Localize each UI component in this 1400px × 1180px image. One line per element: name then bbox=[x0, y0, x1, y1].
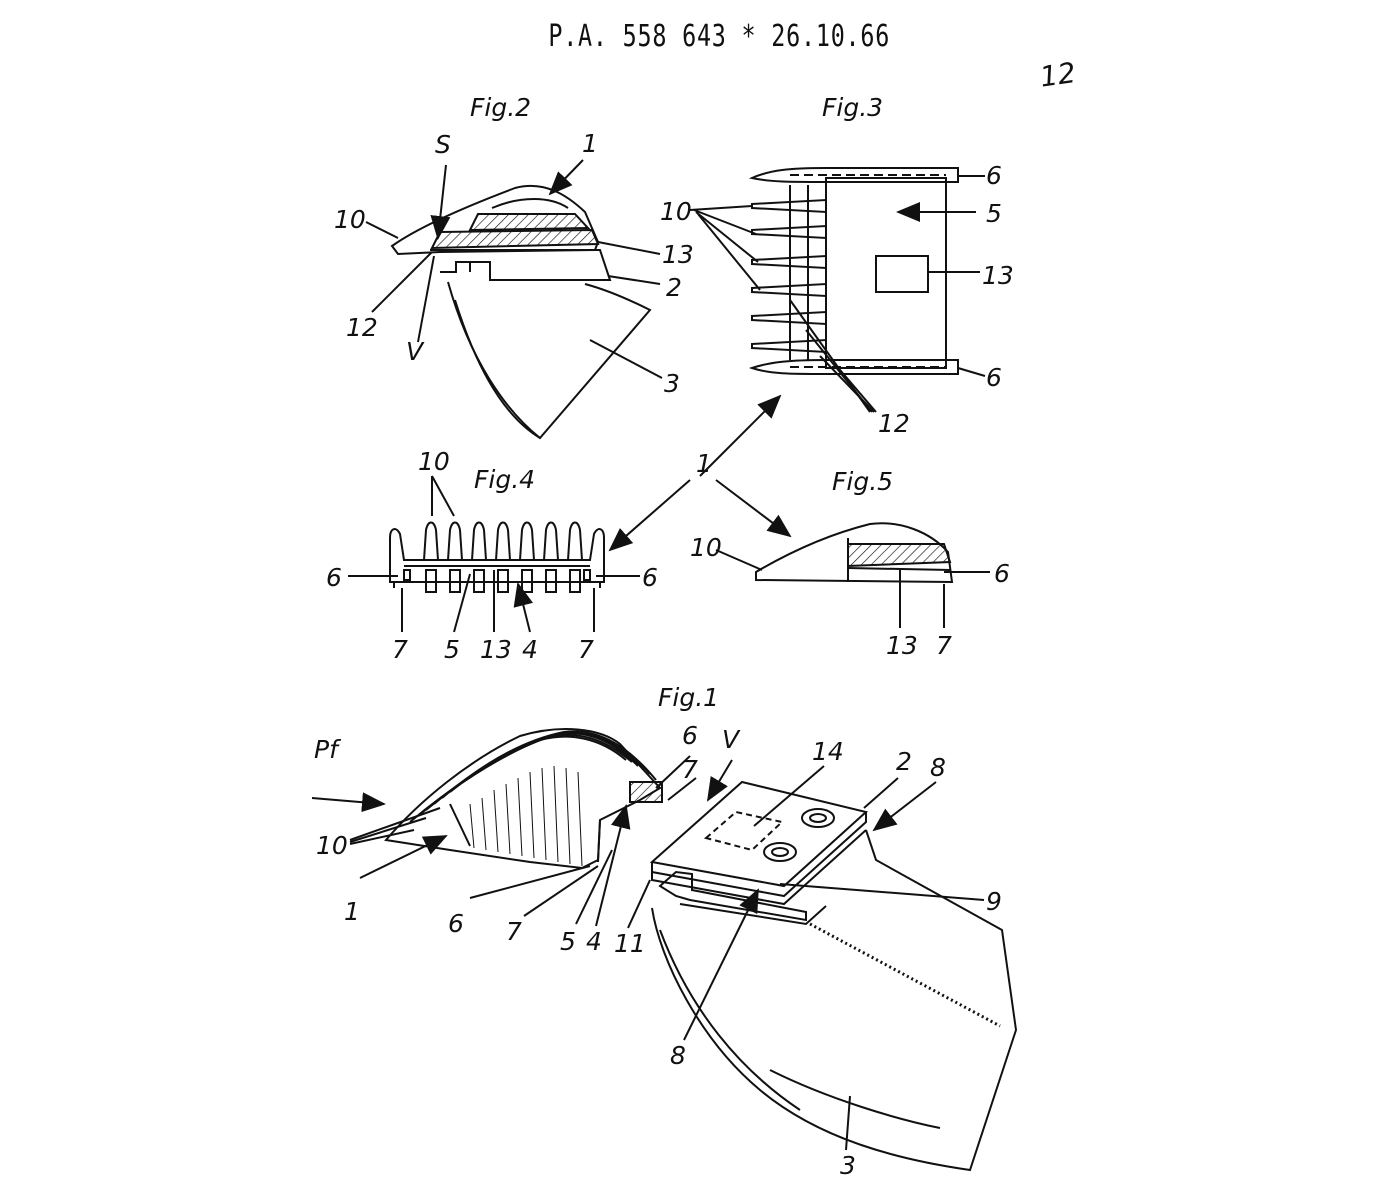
fig4-drawing bbox=[348, 475, 640, 633]
fig5-drawing bbox=[715, 522, 990, 628]
fig1-label-5: 5 bbox=[560, 927, 576, 956]
shared-label-1: 1 bbox=[696, 449, 712, 478]
fig4-label-7a: 7 bbox=[392, 635, 408, 664]
fig5-label-13: 13 bbox=[886, 631, 918, 660]
fig1-label-8b: 8 bbox=[670, 1041, 686, 1070]
page-number: 12 bbox=[1038, 56, 1078, 94]
fig1-label-1: 1 bbox=[344, 897, 360, 926]
fig3-label-6b: 6 bbox=[986, 363, 1002, 392]
fig1-label-11: 11 bbox=[614, 929, 646, 958]
fig1-label-pf: Pf bbox=[314, 735, 341, 764]
fig3-label-10: 10 bbox=[660, 197, 692, 226]
fig4-label-6b: 6 bbox=[642, 563, 658, 592]
fig2-label-13: 13 bbox=[662, 240, 694, 269]
fig5-label-6: 6 bbox=[994, 559, 1010, 588]
fig1-label-8a: 8 bbox=[930, 753, 946, 782]
fig2-drawing bbox=[365, 159, 663, 440]
fig1-label-7: 7 bbox=[682, 755, 698, 784]
fig1-label-2: 2 bbox=[896, 747, 912, 776]
fig2-label-s: S bbox=[435, 130, 451, 159]
fig3-label-13: 13 bbox=[982, 261, 1014, 290]
fig4-label-10: 10 bbox=[418, 447, 450, 476]
fig3-title: Fig.3 bbox=[822, 93, 883, 122]
fig3-drawing bbox=[689, 167, 986, 413]
fig2-title: Fig.2 bbox=[470, 93, 531, 122]
fig4-label-6a: 6 bbox=[326, 563, 342, 592]
fig3-label-12: 12 bbox=[878, 409, 910, 438]
shared-reference-arrows bbox=[608, 394, 792, 552]
fig1-label-6: 6 bbox=[682, 721, 698, 750]
fig1-label-7b: 7 bbox=[506, 917, 522, 946]
fig2-label-1: 1 bbox=[582, 129, 598, 158]
fig5-label-7: 7 bbox=[936, 631, 952, 660]
fig1-label-3: 3 bbox=[840, 1151, 856, 1180]
patent-stamp: P.A. 558 643 * 26.10.66 bbox=[548, 19, 890, 54]
fig1-label-6b: 6 bbox=[448, 909, 464, 938]
fig1-label-9: 9 bbox=[986, 887, 1002, 916]
fig4-label-7b: 7 bbox=[578, 635, 594, 664]
fig4-title: Fig.4 bbox=[474, 465, 535, 494]
fig2-label-v: V bbox=[406, 337, 425, 366]
fig1-label-14: 14 bbox=[812, 737, 844, 766]
fig1-label-4: 4 bbox=[586, 927, 602, 956]
fig2-label-3: 3 bbox=[664, 369, 680, 398]
fig2-label-2: 2 bbox=[666, 273, 682, 302]
fig1-label-10: 10 bbox=[316, 831, 348, 860]
fig1-drawing bbox=[311, 728, 1018, 1172]
fig1-label-v: V bbox=[722, 725, 741, 754]
fig5-label-10: 10 bbox=[690, 533, 722, 562]
fig3-label-5: 5 bbox=[986, 199, 1002, 228]
fig2-label-12: 12 bbox=[346, 313, 378, 342]
fig2-label-10: 10 bbox=[334, 205, 366, 234]
fig1-title: Fig.1 bbox=[658, 683, 719, 712]
fig4-label-5: 5 bbox=[444, 635, 460, 664]
fig3-label-6a: 6 bbox=[986, 161, 1002, 190]
fig4-label-4: 4 bbox=[522, 635, 538, 664]
fig4-label-13: 13 bbox=[480, 635, 512, 664]
fig5-title: Fig.5 bbox=[832, 467, 893, 496]
